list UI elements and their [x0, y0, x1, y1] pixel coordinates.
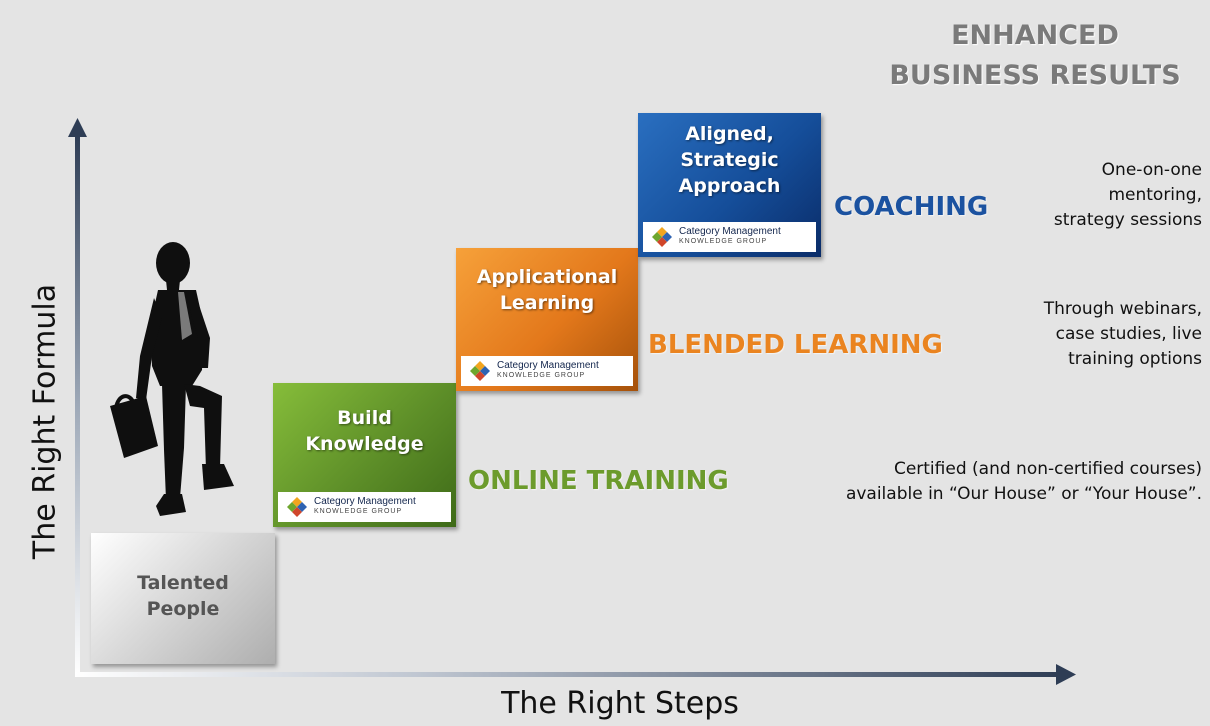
description-line: available in “Our House” or “Your House”… [845, 484, 1202, 504]
logo-line1: Category Management [314, 496, 416, 507]
description-online-training: Certified (and non-certified courses) av… [846, 457, 1202, 507]
description-line: One-on-one [1101, 160, 1202, 180]
header-line1: ENHANCED [951, 20, 1119, 51]
logo-diamond-icon [652, 227, 672, 247]
y-axis-title: The Right Formula [27, 283, 63, 560]
description-blended-learning: Through webinars, case studies, live tra… [1044, 297, 1202, 372]
x-axis-title: The Right Steps [501, 686, 739, 721]
logo-line2: KNOWLEDGE GROUP [679, 238, 768, 245]
step-line: Approach [678, 175, 781, 197]
logo-diamond-icon [470, 361, 490, 381]
step-line: Build [337, 407, 392, 429]
company-logo: Category Management KNOWLEDGE GROUP [461, 356, 633, 386]
logo-line2: KNOWLEDGE GROUP [314, 508, 403, 515]
y-axis [75, 135, 80, 675]
company-logo: Category Management KNOWLEDGE GROUP [278, 492, 451, 522]
step-line: Learning [499, 292, 595, 314]
method-blended-learning: BLENDED LEARNING [648, 330, 943, 360]
step-line: People [146, 598, 220, 620]
step-applicational-learning: Applicational Learning Category Manageme… [456, 248, 638, 391]
step-title: Aligned, Strategic Approach [638, 121, 821, 199]
step-title: Talented People [91, 570, 275, 622]
logo-diamond-icon [287, 497, 307, 517]
step-build-knowledge: Build Knowledge Category Management KNOW… [273, 383, 456, 527]
step-line: Applicational [476, 266, 618, 288]
method-online-training: ONLINE TRAINING [468, 466, 729, 496]
description-coaching: One-on-one mentoring, strategy sessions [1054, 158, 1202, 233]
logo-line2: KNOWLEDGE GROUP [497, 372, 586, 379]
step-line: Talented [137, 572, 229, 594]
person-silhouette-icon [110, 242, 234, 516]
arrow-up-icon [68, 118, 87, 137]
description-line: Through webinars, [1043, 299, 1202, 319]
step-line: Knowledge [305, 433, 424, 455]
logo-line1: Category Management [679, 226, 781, 237]
description-line: Certified (and non-certified courses) [893, 459, 1202, 479]
x-axis [75, 672, 1060, 677]
step-title: Build Knowledge [273, 405, 456, 457]
description-line: case studies, live [1055, 324, 1202, 344]
tie [178, 292, 192, 340]
step-title: Applicational Learning [456, 264, 638, 316]
step-line: Aligned, [685, 123, 774, 145]
method-coaching: COACHING [834, 192, 989, 222]
step-aligned-strategic-approach: Aligned, Strategic Approach Category Man… [638, 113, 821, 257]
header-title: ENHANCED BUSINESS RESULTS [870, 16, 1200, 96]
arrow-right-icon [1056, 664, 1076, 685]
company-logo: Category Management KNOWLEDGE GROUP [643, 222, 816, 252]
logo-line1: Category Management [497, 360, 599, 371]
description-line: strategy sessions [1053, 210, 1202, 230]
briefcase-icon [110, 394, 158, 458]
step-line: Strategic [680, 149, 779, 171]
description-line: mentoring, [1108, 185, 1202, 205]
step-talented-people: Talented People [91, 533, 275, 664]
description-line: training options [1068, 349, 1202, 369]
header-line2: BUSINESS RESULTS [889, 60, 1181, 91]
